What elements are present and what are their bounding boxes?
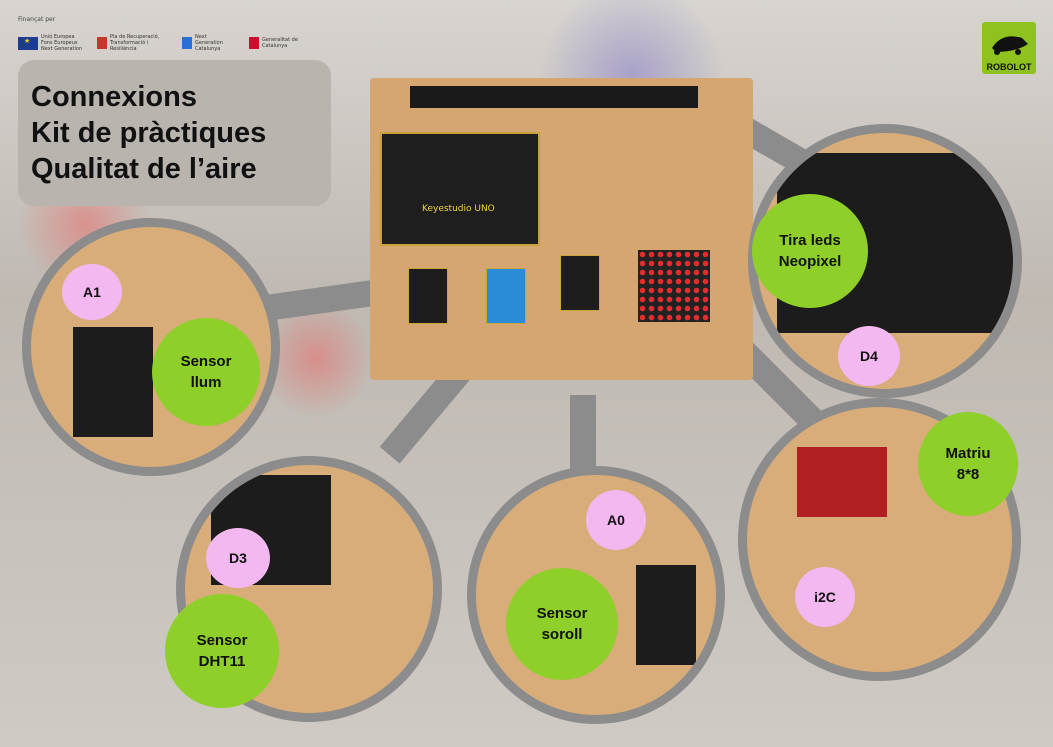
- funder-recovery: Pla de Recuperació, Transformació i Resi…: [97, 34, 168, 52]
- light-sensor-pcb: [73, 327, 153, 437]
- funder-generalitat: Generalitat de Catalunya: [249, 37, 304, 49]
- title-line-2: Kit de pràctiques: [31, 117, 267, 149]
- sensor-label-sound: Sensor soroll: [506, 568, 618, 680]
- eu-flag-icon: [18, 36, 38, 50]
- generalitat-icon: [249, 37, 259, 49]
- robot-icon: [992, 36, 1028, 55]
- funder-recovery-name: Pla de Recuperació, Transformació i Resi…: [110, 34, 160, 52]
- keyestudio-uno-board: Keyestudio UNO: [380, 132, 540, 246]
- pin-label-d3: D3: [206, 528, 270, 588]
- recovery-plan-icon: [97, 37, 107, 49]
- funder-nextgen-cat: Next Generation Catalunya: [182, 34, 235, 52]
- pin-label-d4: D4: [838, 326, 900, 386]
- sound-sensor-pcb: [636, 565, 696, 665]
- circle-dht: [176, 456, 442, 722]
- sensor-label-light: Sensor llum: [152, 318, 260, 426]
- title-line-3: Qualitat de l’aire: [31, 153, 257, 185]
- funder-generalitat-name: Generalitat de Catalunya: [262, 37, 298, 49]
- sensor-label-matrix: Matriu 8*8: [918, 412, 1018, 516]
- dht11-module: [486, 268, 526, 324]
- title-box: Connexions Kit de pràctiques Qualitat de…: [18, 60, 331, 206]
- pin-label-i2c: i2C: [795, 567, 855, 627]
- uno-label: Keyestudio UNO: [422, 204, 495, 214]
- funder-eu: Unió Europea Fons Europeus Next Generati…: [18, 34, 83, 52]
- title-line-1: Connexions: [31, 81, 197, 113]
- funder-logos: Unió Europea Fons Europeus Next Generati…: [18, 34, 304, 52]
- sound-module: [560, 255, 600, 311]
- neopixel-strip: [410, 86, 698, 108]
- led-matrix: [638, 250, 710, 322]
- matrix-pcb: [797, 447, 887, 517]
- pin-label-a1: A1: [62, 264, 122, 320]
- pin-label-a0: A0: [586, 490, 646, 550]
- funded-by-label: Finançat per: [18, 16, 56, 23]
- funder-nextgen-name: Next Generation Catalunya: [195, 34, 223, 52]
- robolot-logo-text: ROBOLOT: [986, 62, 1032, 72]
- nextgen-icon: [182, 37, 192, 49]
- sensor-label-neopixel: Tira leds Neopixel: [752, 194, 868, 308]
- funder-eu-name: Unió Europea Fons Europeus Next Generati…: [41, 34, 83, 52]
- robolot-logo: ROBOLOT: [982, 22, 1036, 74]
- sensor-label-dht11: Sensor DHT11: [165, 594, 279, 708]
- light-module: [408, 268, 448, 324]
